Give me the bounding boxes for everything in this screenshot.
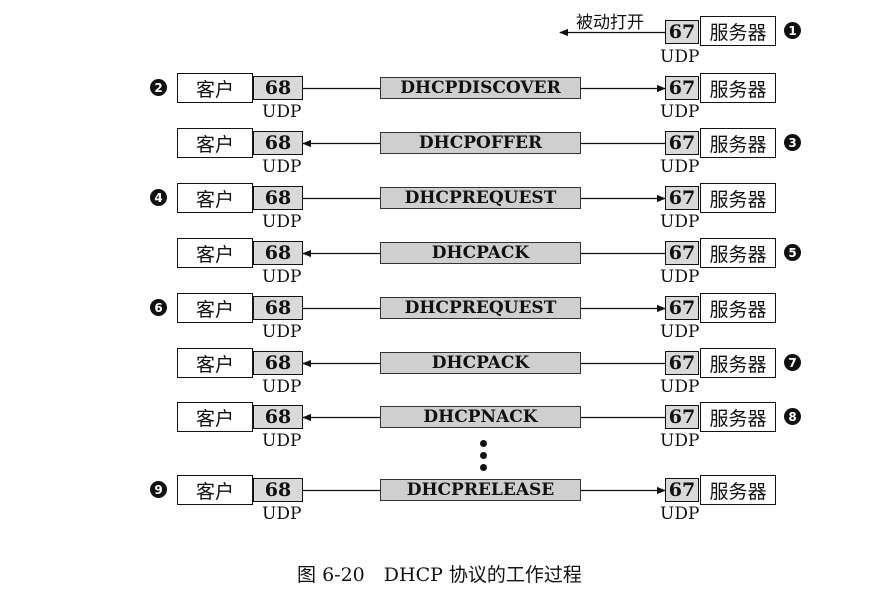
passive-server-box: 服务器: [700, 16, 776, 46]
server-port: 67: [665, 478, 699, 502]
server-port: 67: [665, 241, 699, 265]
message-dhcprequest: DHCPREQUEST: [380, 297, 581, 319]
client-port: 68: [253, 76, 303, 100]
client-udp-label: UDP: [262, 504, 302, 524]
server-udp-label: UDP: [660, 322, 700, 342]
client-box: 客户: [177, 475, 253, 505]
step-badge: 6: [150, 299, 167, 316]
client-box: 客户: [177, 128, 253, 158]
client-port: 68: [253, 186, 303, 210]
client-port: 68: [253, 131, 303, 155]
client-box: 客户: [177, 183, 253, 213]
server-box: 服务器: [700, 402, 776, 432]
passive-server-udp: UDP: [660, 47, 700, 67]
server-box: 服务器: [700, 73, 776, 103]
passive-step-badge: 1: [784, 22, 801, 39]
server-box: 服务器: [700, 475, 776, 505]
passive-open-label: 被动打开: [576, 13, 644, 33]
message-dhcpack: DHCPACK: [380, 242, 581, 264]
message-dhcpnack: DHCPNACK: [380, 406, 581, 428]
server-box: 服务器: [700, 348, 776, 378]
client-udp-label: UDP: [262, 267, 302, 287]
server-udp-label: UDP: [660, 157, 700, 177]
step-badge: 9: [150, 481, 167, 498]
step-badge: 2: [150, 79, 167, 96]
ellipsis-dot: [480, 452, 487, 459]
step-badge: 3: [784, 134, 801, 151]
client-box: 客户: [177, 293, 253, 323]
ellipsis-dot: [480, 464, 487, 471]
server-box: 服务器: [700, 238, 776, 268]
message-dhcprelease: DHCPRELEASE: [380, 479, 581, 501]
message-dhcpoffer: DHCPOFFER: [380, 132, 581, 154]
server-port: 67: [665, 186, 699, 210]
client-port: 68: [253, 241, 303, 265]
message-dhcpdiscover: DHCPDISCOVER: [380, 77, 581, 99]
server-port: 67: [665, 405, 699, 429]
server-port: 67: [665, 76, 699, 100]
server-box: 服务器: [700, 293, 776, 323]
server-udp-label: UDP: [660, 431, 700, 451]
figure-caption: 图 6-20 DHCP 协议的工作过程: [297, 564, 582, 586]
client-box: 客户: [177, 73, 253, 103]
client-box: 客户: [177, 348, 253, 378]
client-udp-label: UDP: [262, 102, 302, 122]
client-udp-label: UDP: [262, 157, 302, 177]
client-port: 68: [253, 478, 303, 502]
server-box: 服务器: [700, 128, 776, 158]
ellipsis-dot: [480, 440, 487, 447]
step-badge: 7: [784, 354, 801, 371]
client-port: 68: [253, 296, 303, 320]
server-box: 服务器: [700, 183, 776, 213]
step-badge: 4: [150, 189, 167, 206]
server-udp-label: UDP: [660, 102, 700, 122]
client-udp-label: UDP: [262, 377, 302, 397]
client-udp-label: UDP: [262, 212, 302, 232]
message-dhcpack: DHCPACK: [380, 352, 581, 374]
server-port: 67: [665, 131, 699, 155]
client-port: 68: [253, 405, 303, 429]
client-udp-label: UDP: [262, 322, 302, 342]
passive-server-port: 67: [665, 20, 699, 44]
server-udp-label: UDP: [660, 504, 700, 524]
message-dhcprequest: DHCPREQUEST: [380, 187, 581, 209]
server-udp-label: UDP: [660, 377, 700, 397]
client-box: 客户: [177, 402, 253, 432]
step-badge: 8: [784, 408, 801, 425]
server-port: 67: [665, 351, 699, 375]
client-udp-label: UDP: [262, 431, 302, 451]
server-udp-label: UDP: [660, 267, 700, 287]
server-udp-label: UDP: [660, 212, 700, 232]
client-port: 68: [253, 351, 303, 375]
client-box: 客户: [177, 238, 253, 268]
server-port: 67: [665, 296, 699, 320]
step-badge: 5: [784, 244, 801, 261]
